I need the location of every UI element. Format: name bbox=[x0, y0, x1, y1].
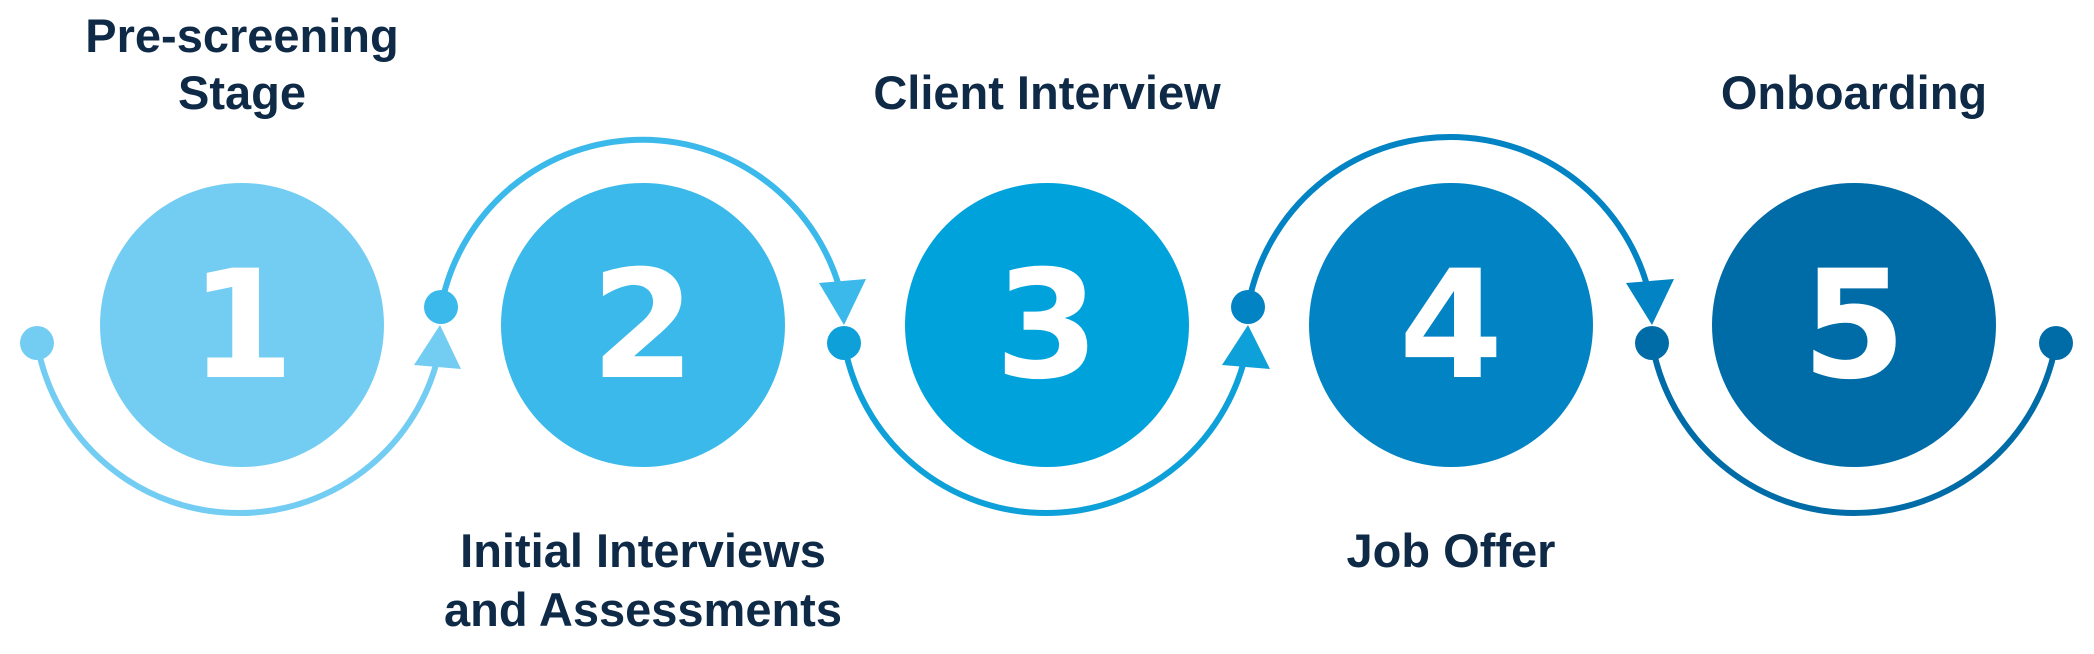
step-label-1-line-2: Stage bbox=[178, 66, 306, 119]
arrowhead-icon bbox=[819, 279, 866, 325]
connector-arc-1 bbox=[34, 342, 444, 516]
connector-dot bbox=[1635, 326, 1669, 360]
step-label-2-line-1: Initial Interviews bbox=[460, 524, 826, 577]
connector-dot bbox=[1231, 290, 1265, 324]
connector-dot bbox=[20, 326, 54, 360]
step-label-4: Job Offer bbox=[1347, 524, 1556, 577]
arrowhead-icon bbox=[1222, 325, 1270, 369]
step-number-2: 2 bbox=[591, 239, 695, 413]
step-label-5: Onboarding bbox=[1721, 66, 1987, 119]
step-number-5: 5 bbox=[1802, 239, 1906, 413]
connector-arc-3 bbox=[841, 342, 1251, 516]
step-circle-1 bbox=[100, 183, 384, 467]
step-label-1-line-1: Pre-screening bbox=[85, 9, 398, 62]
step-number-1: 1 bbox=[190, 239, 294, 413]
step-circle-3 bbox=[905, 183, 1189, 467]
arrowhead-icon bbox=[1626, 279, 1674, 325]
connector-arc-2 bbox=[438, 136, 847, 308]
step-label-3: Client Interview bbox=[873, 66, 1221, 119]
step-number-4: 4 bbox=[1399, 239, 1503, 413]
step-circle-5 bbox=[1712, 183, 1996, 467]
connector-dot bbox=[827, 326, 861, 360]
step-label-2-line-2: and Assessments bbox=[444, 583, 842, 636]
connector-dot bbox=[2039, 326, 2073, 360]
connector-arc-4 bbox=[1245, 134, 1655, 308]
step-circle-2 bbox=[501, 183, 785, 467]
connector-dot bbox=[424, 290, 458, 324]
step-number-3: 3 bbox=[995, 239, 1099, 413]
arrowhead-icon bbox=[414, 325, 461, 369]
connector-arc-5 bbox=[1649, 342, 2059, 516]
step-circle-4 bbox=[1309, 183, 1593, 467]
